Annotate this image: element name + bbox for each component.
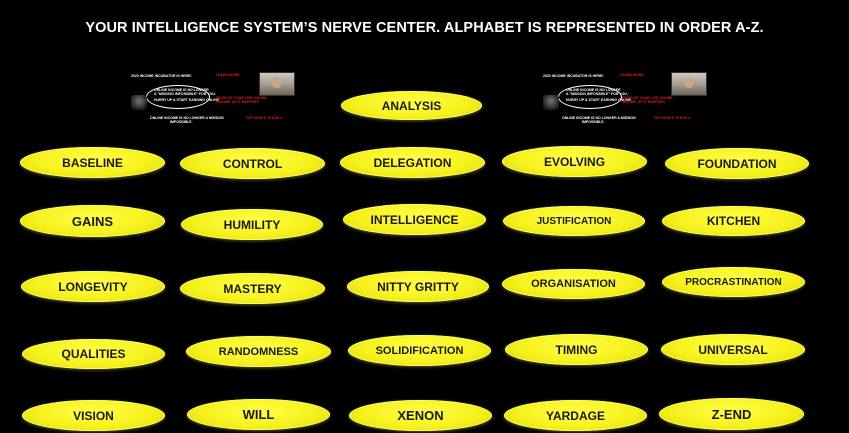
solidification-button[interactable]: SOLIDIFICATION bbox=[348, 335, 491, 366]
thumb-bottom-text: IMPOSSIBLE. bbox=[170, 120, 193, 124]
intelligence-button[interactable]: INTELLIGENCE bbox=[343, 204, 486, 235]
thumb-link: LEARN MORE bbox=[620, 73, 644, 77]
timing-button[interactable]: TIMING bbox=[505, 334, 648, 365]
thumb-bottom-text: IMPOSSIBLE. bbox=[582, 120, 605, 124]
evolving-button[interactable]: EVOLVING bbox=[502, 146, 647, 177]
humility-button[interactable]: HUMILITY bbox=[181, 209, 323, 240]
control-button[interactable]: CONTROL bbox=[180, 148, 325, 179]
thumb-headline: 2020 INCOME INCUBATOR IS HERE! bbox=[131, 74, 192, 78]
gains-button[interactable]: GAINS bbox=[20, 205, 165, 237]
thumb-red-text: DEVELOP YOUR LIVE ONLINE bbox=[622, 96, 673, 100]
kitchen-button[interactable]: KITCHEN bbox=[662, 206, 805, 236]
thumb-red-text: INCOME, AS IT HAPPENS bbox=[622, 100, 665, 104]
thumb-bubble-line: ONLINE INCOME IS NO LONGER bbox=[566, 88, 621, 92]
foundation-button[interactable]: FOUNDATION bbox=[665, 148, 809, 179]
person-figure-icon bbox=[543, 95, 559, 110]
thumb-red-cta: GET NOW IT IS EASY! bbox=[246, 116, 283, 120]
thumb-red-text: DEVELOP YOUR LIVE ONLINE bbox=[216, 96, 267, 100]
page-title: YOUR INTELLIGENCE SYSTEM’S NERVE CENTER.… bbox=[85, 20, 764, 36]
baseline-button[interactable]: BASELINE bbox=[20, 147, 165, 178]
will-button[interactable]: WILL bbox=[187, 399, 330, 430]
xenon-button[interactable]: XENON bbox=[349, 400, 492, 431]
universal-button[interactable]: UNIVERSAL bbox=[661, 334, 805, 365]
randomness-button[interactable]: RANDOMNESS bbox=[186, 336, 331, 367]
mastery-button[interactable]: MASTERY bbox=[180, 273, 325, 304]
thumb-headline: 2020 INCOME INCUBATOR IS HERE! bbox=[543, 74, 604, 78]
thumb-red-text: INCOME, AS IT HAPPENS bbox=[216, 100, 259, 104]
analysis-button[interactable]: ANALYSIS bbox=[341, 91, 482, 120]
procrastination-button[interactable]: PROCRASTINATION bbox=[662, 267, 805, 297]
thumb-bottom-text: ONLINE INCOME IS NO LONGER A MISSION bbox=[150, 116, 224, 120]
thumb-bubble-line: A "MISSION IMPOSSIBLE" FOR YOU. bbox=[566, 92, 628, 96]
z-end-button[interactable]: Z-END bbox=[659, 398, 804, 430]
thumb-bubble-line: ONLINE INCOME IS NO LONGER bbox=[154, 88, 209, 92]
thumb-red-cta: GET NOW IT IS EASY! bbox=[654, 116, 691, 120]
presenter-photo bbox=[671, 72, 707, 96]
person-figure-icon bbox=[131, 95, 147, 110]
thumb-bubble-line: HURRY UP & START EARNING ONLINE bbox=[566, 98, 632, 102]
thumb-bubble-line: HURRY UP & START EARNING ONLINE bbox=[154, 98, 220, 102]
vision-button[interactable]: VISION bbox=[22, 400, 165, 431]
qualities-button[interactable]: QUALITIES bbox=[22, 339, 165, 369]
justification-button[interactable]: JUSTIFICATION bbox=[503, 206, 645, 236]
longevity-button[interactable]: LONGEVITY bbox=[21, 271, 165, 302]
thumb-link: LEARN MORE bbox=[216, 73, 240, 77]
delegation-button[interactable]: DELEGATION bbox=[340, 147, 485, 178]
promo-thumbnail-left[interactable]: 2020 INCOME INCUBATOR IS HERE! LEARN MOR… bbox=[128, 72, 303, 137]
organisation-button[interactable]: ORGANISATION bbox=[502, 269, 645, 299]
yardage-button[interactable]: YARDAGE bbox=[504, 400, 647, 431]
presenter-photo bbox=[259, 72, 295, 96]
promo-thumbnail-right[interactable]: 2020 INCOME INCUBATOR IS HERE! LEARN MOR… bbox=[540, 72, 715, 137]
nitty-gritty-button[interactable]: NITTY GRITTY bbox=[347, 271, 489, 302]
thumb-bubble-line: A "MISSION IMPOSSIBLE" FOR YOU. bbox=[154, 92, 216, 96]
thumb-bottom-text: ONLINE INCOME IS NO LONGER A MISSION bbox=[562, 116, 636, 120]
